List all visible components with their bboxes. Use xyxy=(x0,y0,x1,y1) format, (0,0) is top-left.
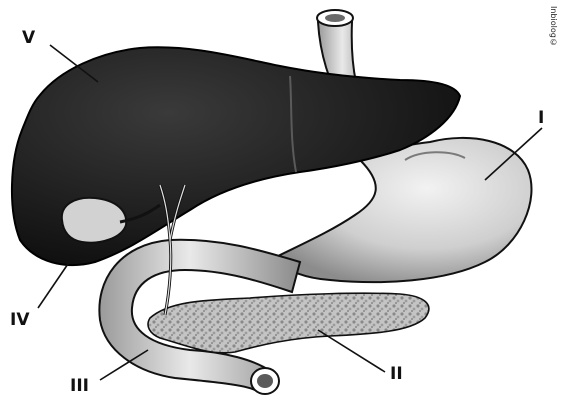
pancreas xyxy=(148,293,429,353)
label-iv: IV xyxy=(10,312,29,329)
label-i: I xyxy=(538,110,544,127)
copyright-watermark: Inbiolog© xyxy=(540,6,558,96)
label-iii: III xyxy=(70,378,89,395)
label-ii: II xyxy=(390,366,403,383)
leader-line-iv xyxy=(38,258,72,308)
gallbladder xyxy=(62,198,126,243)
label-v: V xyxy=(22,30,35,47)
leader-line-ii xyxy=(318,330,385,372)
